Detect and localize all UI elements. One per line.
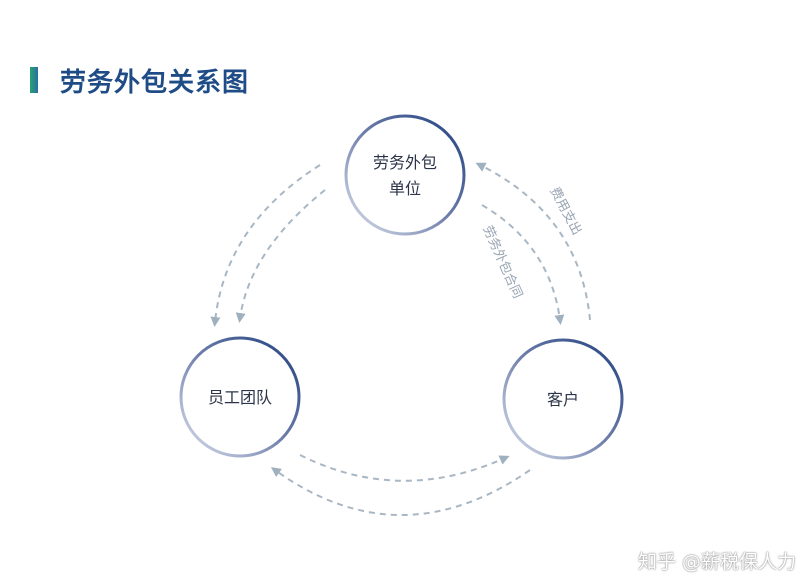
node-client: 客户 bbox=[502, 338, 624, 460]
arrow-contractor-to-staff-inner bbox=[235, 189, 326, 323]
watermark: 知乎 @薪税保人力 bbox=[637, 551, 796, 573]
title-accent-bar bbox=[30, 67, 38, 93]
node-staff-label: 员工团队 bbox=[208, 388, 272, 407]
node-contractor: 劳务外包 单位 bbox=[344, 114, 466, 236]
arrow-client-to-staff bbox=[270, 467, 531, 516]
arrow-client-to-contractor bbox=[475, 162, 591, 321]
node-staff: 员工团队 bbox=[179, 336, 301, 458]
edge-label-contract: 劳务外包合同 bbox=[479, 223, 525, 301]
node-contractor-line1: 劳务外包 bbox=[373, 153, 437, 172]
arrow-contractor-to-staff-outer bbox=[210, 164, 321, 327]
edge-label-fee: 费用支出 bbox=[546, 185, 584, 238]
node-contractor-line2: 单位 bbox=[389, 179, 421, 198]
arrow-contractor-to-client bbox=[481, 204, 565, 325]
arrow-staff-to-client bbox=[299, 454, 510, 482]
page-title: 劳务外包关系图 bbox=[60, 68, 250, 98]
node-client-label: 客户 bbox=[547, 390, 579, 409]
